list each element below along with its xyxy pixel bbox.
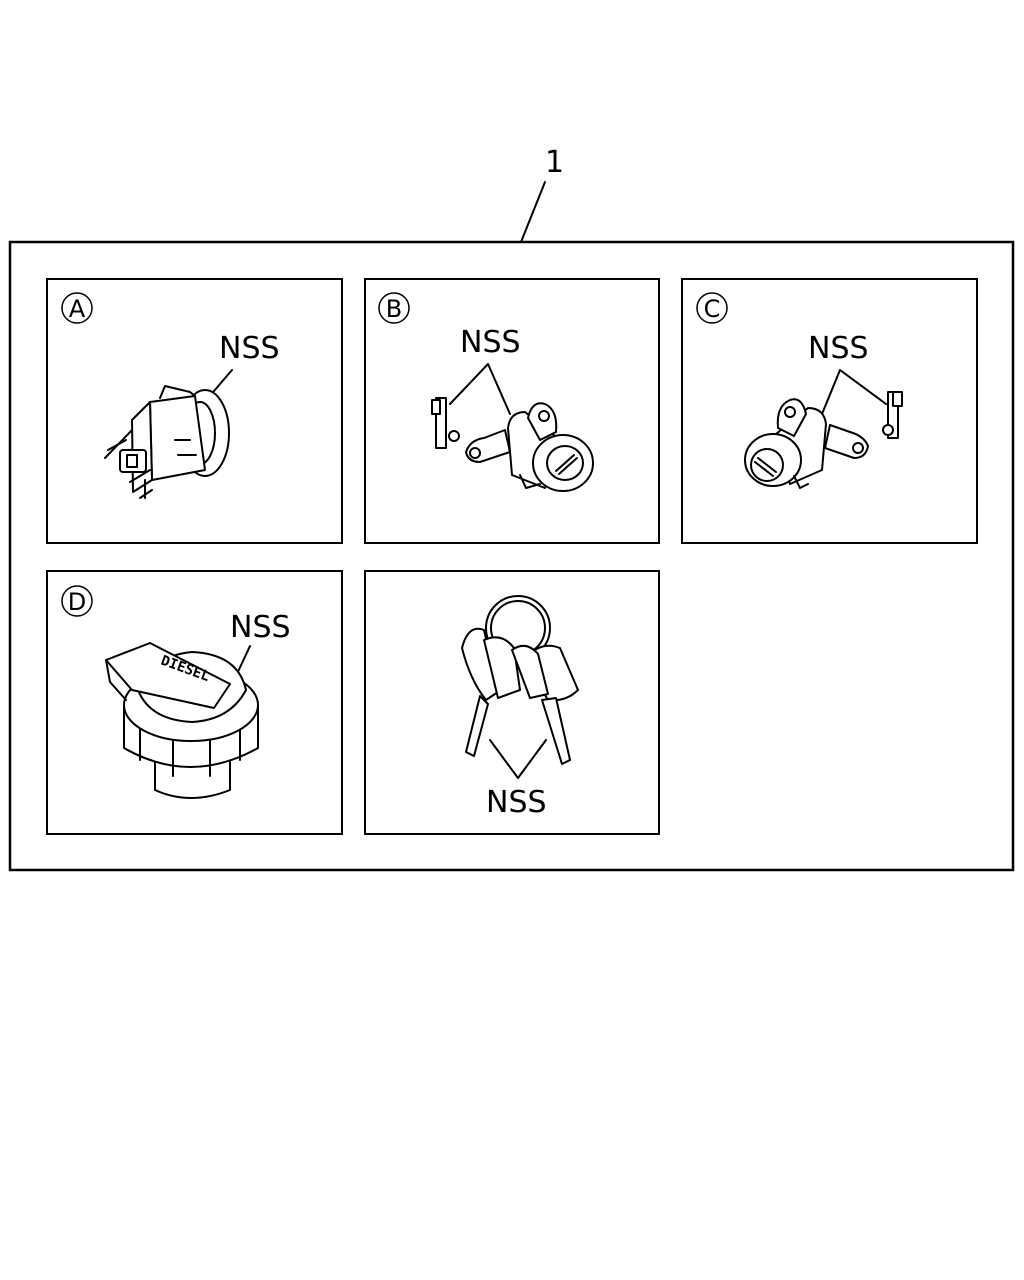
panel-c: C NSS: [681, 278, 978, 544]
fuel-cap-illustration: DIESEL: [105, 642, 259, 799]
panel-d-label: NSS: [230, 610, 291, 645]
panel-a-ref: A: [69, 295, 86, 323]
panel-c-leader: [821, 369, 887, 415]
door-lock-right-illustration: [744, 391, 903, 489]
panel-c-ref-circle: [696, 292, 728, 324]
panel-b-ref: B: [386, 295, 402, 323]
panel-a-ref-circle: [61, 292, 93, 324]
panel-d: D NSS DIESEL: [46, 570, 343, 835]
panel-b-frame: [364, 278, 660, 544]
ignition-cylinder-illustration: [104, 385, 230, 499]
assembly-frame: [8, 240, 1015, 872]
panel-a-label: NSS: [219, 331, 280, 366]
panel-c-ref: C: [704, 295, 721, 323]
panel-b-ref-circle: [378, 292, 410, 324]
panel-d-frame: [46, 570, 343, 835]
panel-a-frame: [46, 278, 343, 544]
panel-keys-frame: [364, 570, 660, 835]
panel-b: B NSS: [364, 278, 660, 544]
panel-d-ref: D: [68, 588, 86, 616]
key-set-illustration: [461, 595, 579, 765]
door-lock-left-illustration: [431, 397, 594, 492]
callout-leader-1: [520, 181, 546, 243]
callout-number-1: 1: [545, 145, 564, 180]
panel-keys-leader: [489, 739, 547, 779]
panel-keys-label: NSS: [486, 785, 547, 820]
panel-b-leader: [449, 363, 511, 415]
panel-b-label: NSS: [460, 325, 521, 360]
panel-a: A NSS: [46, 278, 343, 544]
panel-d-ref-circle: [61, 585, 93, 617]
panel-c-frame: [681, 278, 978, 544]
panel-c-label: NSS: [808, 331, 869, 366]
panel-keys: NSS: [364, 570, 660, 835]
